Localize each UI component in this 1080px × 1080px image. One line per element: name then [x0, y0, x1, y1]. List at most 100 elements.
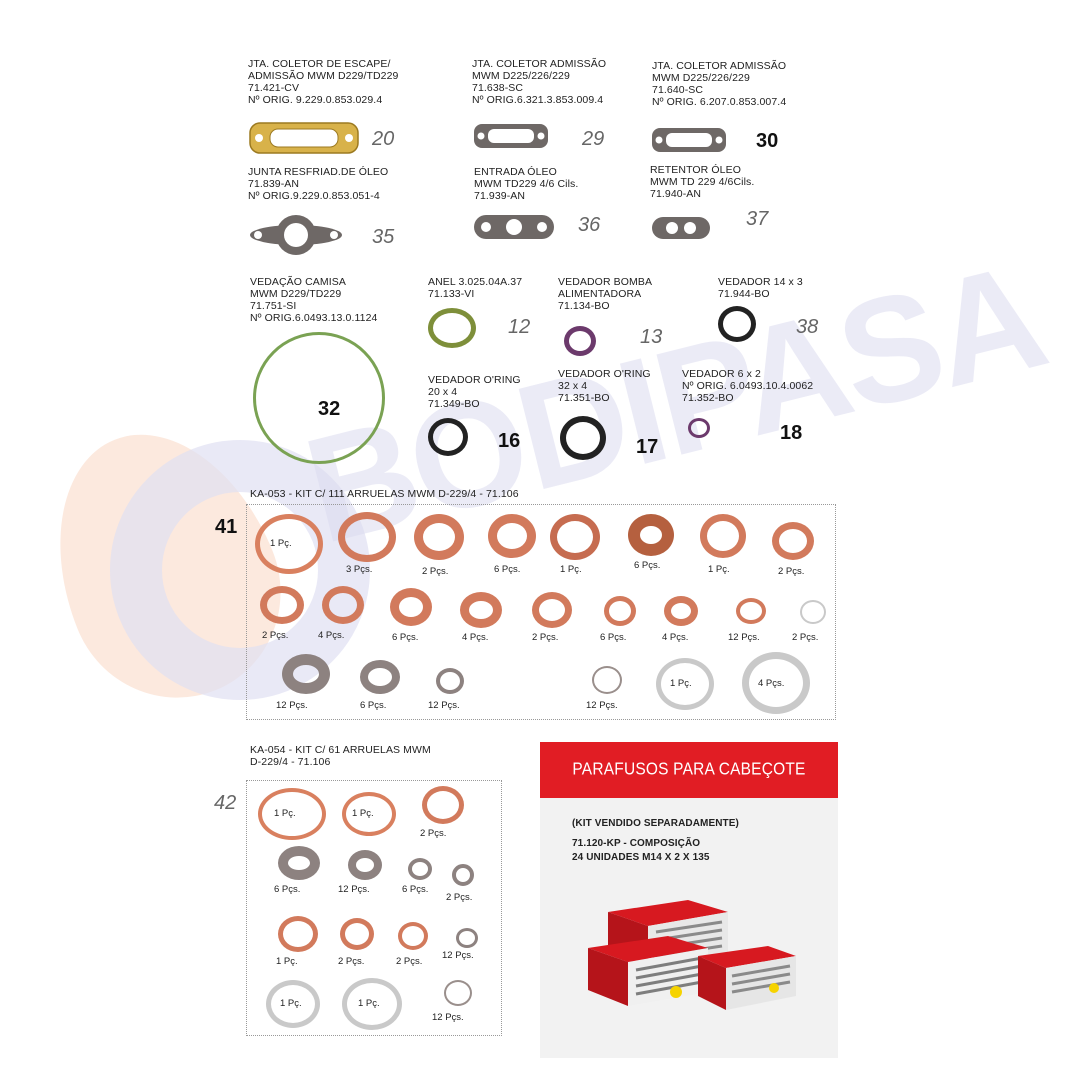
kit41-box [246, 504, 836, 720]
part-36-gasket-image [474, 215, 554, 239]
part-12-number: 12 [508, 316, 531, 338]
part-12-label: ANEL 3.025.04A.37 71.133-VI [428, 276, 523, 300]
part-16-label: VEDADOR O'RING 20 x 4 71.349-BO [428, 374, 521, 410]
kit41-washer [436, 668, 464, 694]
kit41-washer [736, 598, 766, 624]
kit41-washer [700, 514, 746, 558]
part-36-number: 36 [578, 214, 601, 236]
kit41-qty: 12 Pçs. [728, 632, 760, 643]
kit42-washer [278, 916, 318, 952]
part-29-number: 29 [582, 128, 605, 150]
kit41-washer [360, 660, 400, 694]
kit42-qty: 1 Pç. [276, 956, 298, 967]
part-35-number: 35 [372, 226, 395, 248]
part-37-number: 37 [746, 208, 769, 230]
kit42-qty: 12 Pçs. [338, 884, 370, 895]
kit42-number: 42 [214, 792, 237, 814]
kit42-qty: 6 Pçs. [402, 884, 429, 895]
kit41-qty: 2 Pçs. [792, 632, 819, 643]
part-32-label: VEDAÇÃO CAMISA MWM D229/TD229 71.751-SI … [250, 276, 378, 324]
part-29-label: JTA. COLETOR ADMISSÃO MWM D225/226/229 7… [472, 58, 607, 106]
part-20-gasket-image [249, 122, 359, 154]
kit41-washer [460, 592, 502, 628]
part-20-label: JTA. COLETOR DE ESCAPE/ ADMISSÃO MWM D22… [248, 58, 399, 106]
kit42-washer [266, 980, 320, 1028]
kit42-qty: 2 Pçs. [446, 892, 473, 903]
part-17-ring-image [560, 416, 606, 460]
kit41-washer [664, 596, 698, 626]
part-35-label: JUNTA RESFRIAD.DE ÓLEO 71.839-AN Nº ORIG… [248, 166, 389, 202]
kit41-washer [604, 596, 636, 626]
kit41-washer [338, 512, 396, 562]
part-13-ring-image [564, 326, 596, 356]
part-13-number: 13 [640, 326, 663, 348]
kit41-qty: 4 Pçs. [318, 630, 345, 641]
part-18-number: 18 [780, 422, 803, 444]
kit41-washer [656, 658, 714, 710]
promo-header: PARAFUSOS PARA CABEÇOTE [540, 742, 838, 798]
kit42-qty: 1 Pç. [358, 998, 380, 1009]
kit41-washer [628, 514, 674, 556]
kit42-qty: 12 Pçs. [432, 1012, 464, 1023]
kit42-washer [456, 928, 478, 948]
part-37-label: RETENTOR ÓLEO MWM TD 229 4/6Cils. 71.940… [650, 164, 755, 200]
kit42-qty: 1 Pç. [274, 808, 296, 819]
kit41-qty: 6 Pçs. [392, 632, 419, 643]
kit42-qty: 6 Pçs. [274, 884, 301, 895]
kit42-box [246, 780, 502, 1036]
part-32-ring-image [253, 332, 385, 464]
kit41-washer [550, 514, 600, 560]
kit41-washer [532, 592, 572, 628]
kit41-washer [772, 522, 814, 560]
part-30-number: 30 [756, 130, 779, 152]
kit42-title: KA-054 - KIT C/ 61 ARRUELAS MWM D-229/4 … [250, 744, 431, 768]
kit41-washer [742, 652, 810, 714]
kit41-qty: 2 Pçs. [262, 630, 289, 641]
kit42-washer [452, 864, 474, 886]
part-17-number: 17 [636, 436, 659, 458]
kit42-washer [342, 792, 396, 836]
kit41-qty: 6 Pçs. [494, 564, 521, 575]
part-38-label: VEDADOR 14 x 3 71.944-BO [718, 276, 803, 300]
kit41-washer [260, 586, 304, 624]
kit41-qty: 12 Pçs. [428, 700, 460, 711]
kit41-qty: 6 Pçs. [600, 632, 627, 643]
kit42-qty: 1 Pç. [352, 808, 374, 819]
kit42-qty: 2 Pçs. [338, 956, 365, 967]
kit41-title: KA-053 - KIT C/ 111 ARRUELAS MWM D-229/4… [250, 488, 519, 500]
kit41-qty: 6 Pçs. [634, 560, 661, 571]
promo-line-1: (KIT VENDIDO SEPARADAMENTE) [572, 818, 739, 829]
part-18-label: VEDADOR 6 x 2 Nº ORIG. 6.0493.10.4.0062 … [682, 368, 814, 404]
promo-header-text: PARAFUSOS PARA CABEÇOTE [572, 759, 806, 780]
kit41-qty: 4 Pçs. [662, 632, 689, 643]
kit41-washer [390, 588, 432, 626]
part-13-label: VEDADOR BOMBA ALIMENTADORA 71.134-BO [558, 276, 653, 312]
kit42-washer [258, 788, 326, 840]
promo-bolt-boxes-image [588, 900, 796, 1010]
kit41-qty: 3 Pçs. [346, 564, 373, 575]
kit41-washer [282, 654, 330, 694]
part-37-gasket-image [652, 217, 710, 239]
part-29-gasket-image [474, 124, 548, 148]
part-12-ring-image [428, 308, 476, 348]
kit42-washer [278, 846, 320, 880]
kit41-qty: 1 Pç. [270, 538, 292, 549]
kit41-qty: 4 Pçs. [758, 678, 785, 689]
kit41-washer [592, 666, 622, 694]
part-20-number: 20 [372, 128, 395, 150]
part-30-gasket-image [652, 128, 726, 152]
kit42-washer [340, 918, 374, 950]
kit41-number: 41 [215, 516, 238, 538]
kit42-washer [398, 922, 428, 950]
part-17-label: VEDADOR O'RING 32 x 4 71.351-BO [558, 368, 651, 404]
kit42-washer [408, 858, 432, 880]
kit42-qty: 12 Pçs. [442, 950, 474, 961]
kit41-qty: 1 Pç. [708, 564, 730, 575]
kit41-qty: 2 Pçs. [532, 632, 559, 643]
part-36-label: ENTRADA ÓLEO MWM TD229 4/6 Cils. 71.939-… [474, 166, 579, 202]
part-30-label: JTA. COLETOR ADMISSÃO MWM D225/226/229 7… [652, 60, 787, 108]
part-35-gasket-image [250, 215, 342, 255]
kit41-qty: 2 Pçs. [778, 566, 805, 577]
kit42-washer [348, 850, 382, 880]
kit41-qty: 1 Pç. [670, 678, 692, 689]
